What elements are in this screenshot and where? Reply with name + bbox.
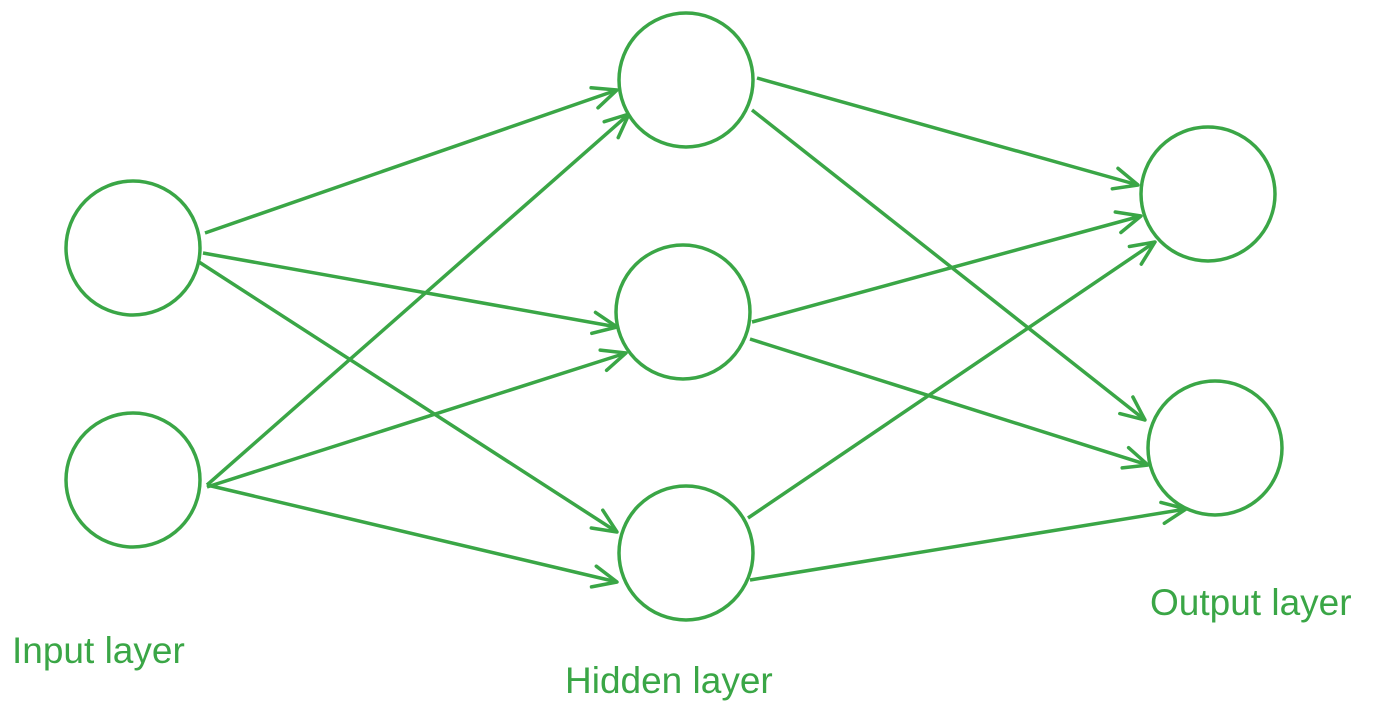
hidden-node-2 — [614, 243, 752, 381]
input-node-2 — [64, 411, 202, 549]
edge-hidden-node-1-to-output-node-2 — [750, 108, 1147, 422]
output-node-1 — [1139, 125, 1277, 263]
edge-input-node-1-to-hidden-node-3 — [198, 260, 619, 534]
input-node-1 — [64, 179, 202, 317]
edge-line — [204, 88, 618, 235]
edge-line — [756, 76, 1139, 187]
edge-line — [747, 240, 1156, 520]
edge-line — [206, 483, 618, 584]
arrowhead-icon — [598, 348, 628, 373]
edge-input-node-2-to-hidden-node-3 — [206, 483, 619, 589]
edge-line — [750, 108, 1147, 422]
arrowhead-icon — [1110, 166, 1140, 191]
edge-hidden-node-3-to-output-node-1 — [747, 240, 1157, 520]
edge-input-node-2-to-hidden-node-2 — [206, 348, 628, 489]
arrowhead-icon — [1113, 210, 1143, 235]
edge-line — [749, 337, 1149, 467]
edge-line — [751, 214, 1142, 324]
hidden-node-1 — [617, 11, 755, 149]
edge-line — [205, 112, 631, 487]
arrowhead-icon — [1127, 240, 1157, 266]
edge-input-node-1-to-hidden-node-1 — [204, 86, 619, 235]
network-nodes — [64, 11, 1284, 622]
connection-edges — [198, 76, 1188, 589]
edge-hidden-node-2-to-output-node-2 — [749, 337, 1150, 470]
edge-line — [198, 260, 618, 534]
arrowhead-icon — [1118, 395, 1147, 422]
edge-input-node-2-to-hidden-node-1 — [205, 112, 631, 487]
arrowhead-icon — [589, 564, 619, 589]
arrowhead-icon — [589, 508, 619, 534]
edge-line — [749, 507, 1187, 582]
edge-hidden-node-1-to-output-node-1 — [756, 76, 1140, 191]
edge-hidden-node-3-to-output-node-2 — [749, 500, 1188, 582]
edge-hidden-node-2-to-output-node-1 — [751, 210, 1143, 324]
hidden-node-3 — [617, 484, 755, 622]
arrowhead-icon — [1120, 445, 1150, 470]
output-node-2 — [1146, 379, 1284, 517]
output-layer-label: Output layer — [1150, 582, 1352, 623]
hidden-layer-label: Hidden layer — [565, 660, 773, 701]
input-layer-label: Input layer — [12, 630, 185, 671]
edge-line — [206, 351, 627, 489]
arrowhead-icon — [589, 86, 619, 110]
edge-input-node-1-to-hidden-node-2 — [202, 251, 619, 336]
edge-line — [202, 251, 618, 329]
